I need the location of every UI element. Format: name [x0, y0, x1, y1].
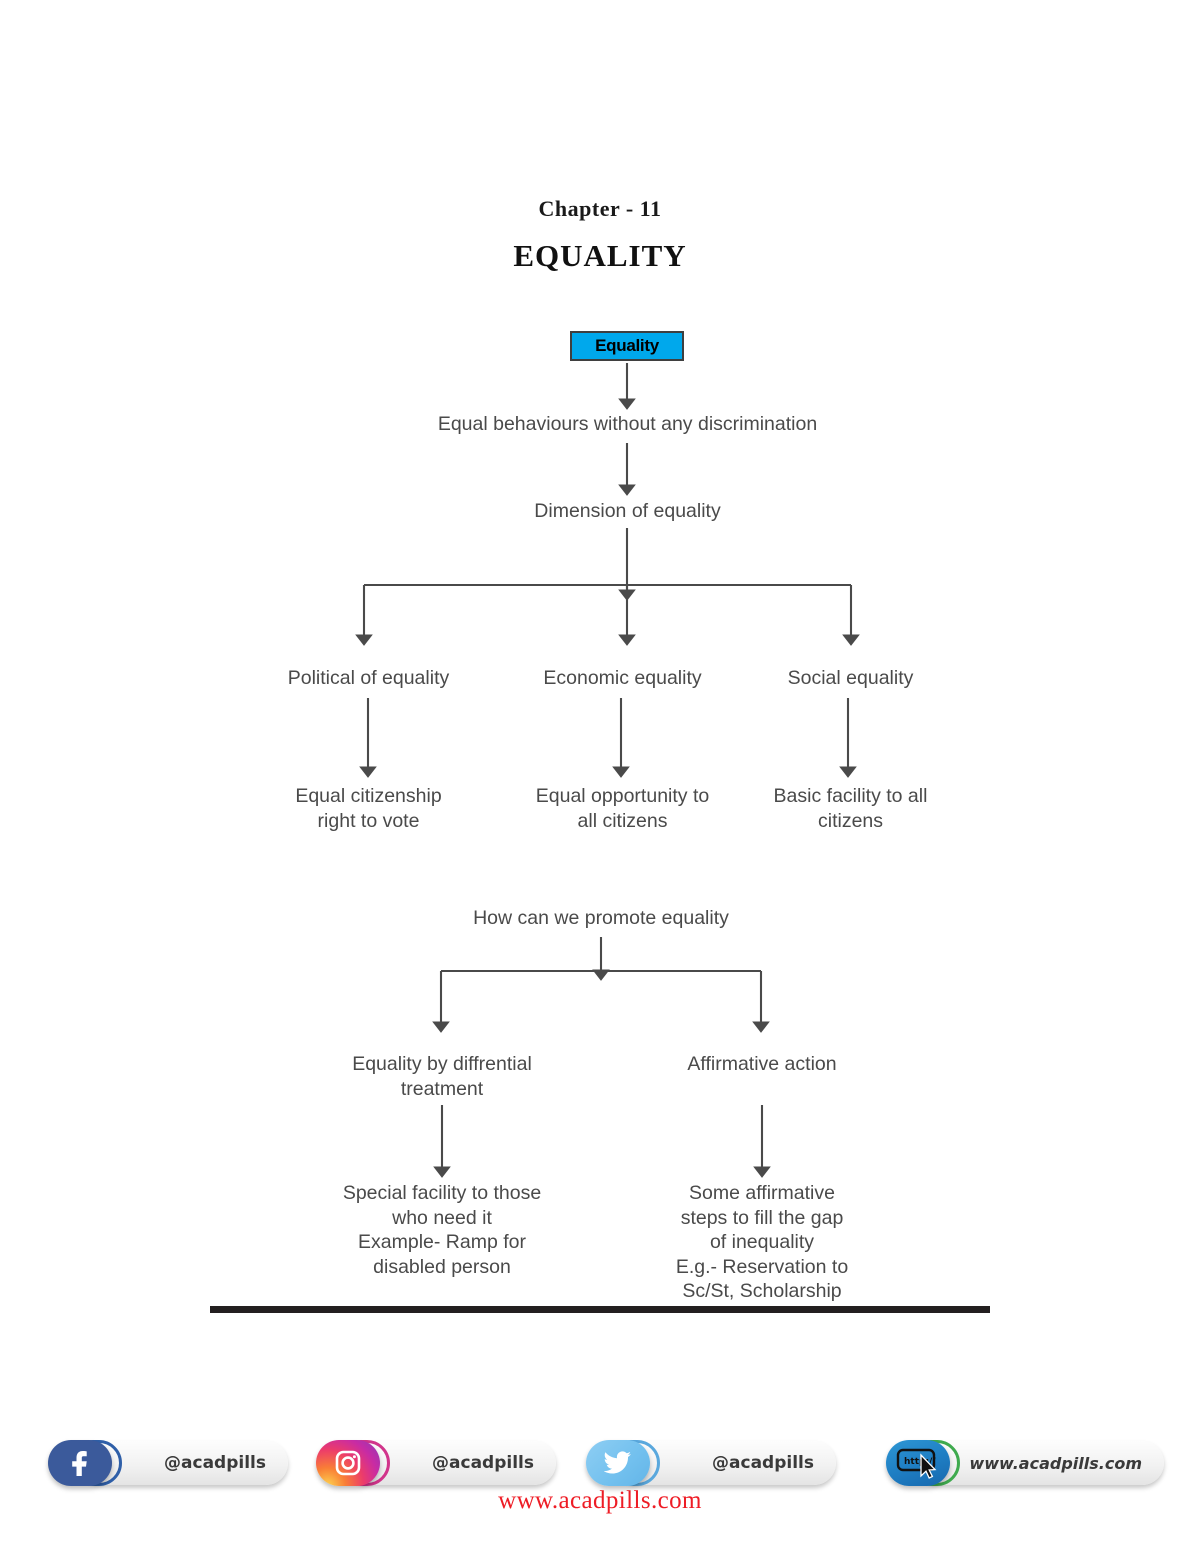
website-url-label: www.acadpills.com [969, 1453, 1142, 1473]
node-equal-behaviours: Equal behaviours without any discriminat… [437, 413, 818, 435]
node-equal-citizenship-detail: Equal citizenship right to vote [295, 785, 442, 832]
website-icon[interactable]: http:// [886, 1440, 950, 1486]
node-economic-equality: Economic equality [543, 667, 702, 689]
page-title: EQUALITY [513, 238, 687, 273]
twitter-icon[interactable] [586, 1440, 650, 1486]
social-badge-website[interactable]: www.acadpills.com http:// [886, 1440, 1164, 1486]
instagram-handle-label: @acadpills [432, 1453, 534, 1473]
twitter-handle-label: @acadpills [712, 1453, 814, 1473]
node-affirmative-action: Affirmative action [687, 1053, 837, 1075]
svg-text:http://: http:// [904, 1457, 936, 1467]
node-basic-facility-detail: Basic facility to all citizens [773, 785, 928, 832]
node-dimension-of-equality: Dimension of equality [534, 500, 721, 522]
node-how-promote-equality: How can we promote equality [473, 907, 729, 929]
node-equality-root: Equality [570, 331, 684, 361]
social-badge-row: @acadpills @acadpills @acadpills [0, 1424, 1200, 1506]
section-divider [210, 1306, 990, 1313]
social-badge-instagram[interactable]: @acadpills [316, 1440, 556, 1486]
social-badge-facebook[interactable]: @acadpills [48, 1440, 288, 1486]
social-badge-twitter[interactable]: @acadpills [586, 1440, 836, 1486]
node-political-of-equality: Political of equality [287, 667, 450, 689]
node-equality-differential-treatment: Equality by diffrential treatment [352, 1053, 532, 1100]
facebook-icon[interactable] [48, 1440, 112, 1486]
node-social-equality: Social equality [787, 667, 914, 689]
instagram-icon[interactable] [316, 1440, 380, 1486]
node-equal-opportunity-detail: Equal opportunity to all citizens [535, 785, 710, 832]
node-affirmative-steps-detail: Some affirmative steps to fill the gap o… [675, 1182, 849, 1302]
facebook-handle-label: @acadpills [164, 1453, 266, 1473]
footer-url: www.acadpills.com [498, 1487, 702, 1514]
node-special-facility-detail: Special facility to those who need it Ex… [342, 1182, 542, 1278]
chapter-label: Chapter - 11 [538, 196, 662, 221]
